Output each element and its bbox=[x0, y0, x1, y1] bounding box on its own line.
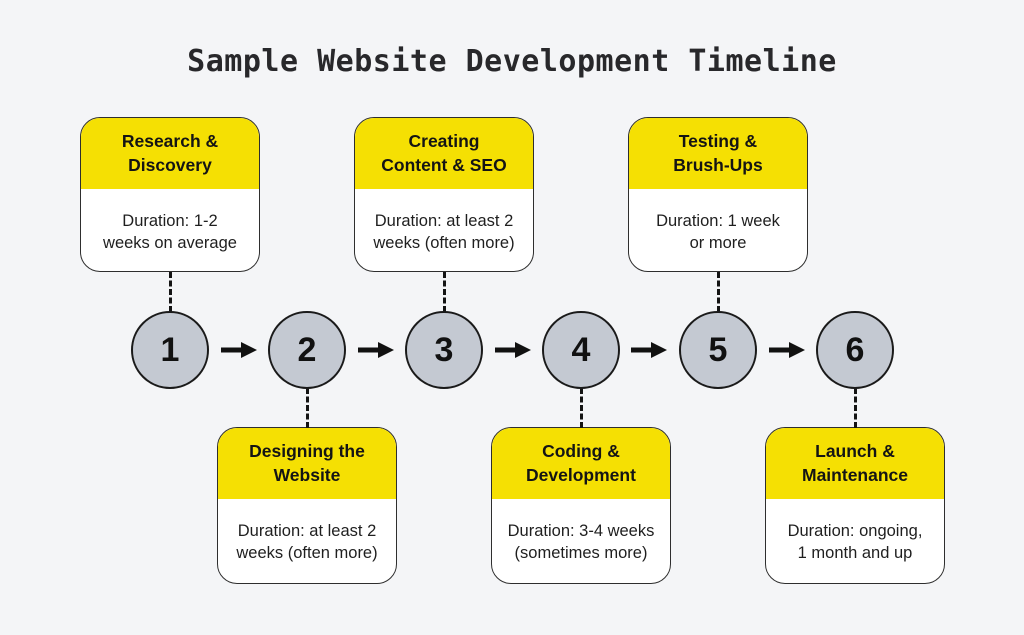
timeline-node-4-number: 4 bbox=[571, 330, 591, 369]
connector-step-5 bbox=[716, 272, 720, 312]
timeline-node-3: 3 bbox=[405, 311, 483, 389]
connector-step-1 bbox=[168, 272, 172, 312]
timeline-node-3-number: 3 bbox=[434, 330, 454, 369]
step-card-1-title: Research & Discovery bbox=[81, 118, 259, 189]
step-card-2: Designing the Website Duration: at least… bbox=[217, 427, 397, 584]
step-card-3-title: Creating Content & SEO bbox=[355, 118, 533, 189]
step-card-6: Launch & Maintenance Duration: ongoing, … bbox=[765, 427, 945, 584]
step-card-4-duration: Duration: 3-4 weeks (sometimes more) bbox=[507, 522, 655, 563]
step-card-3-duration: Duration: at least 2 weeks (often more) bbox=[373, 212, 515, 253]
connector-step-6 bbox=[853, 388, 857, 428]
timeline-node-6-number: 6 bbox=[845, 330, 865, 369]
arrow-right-icon bbox=[768, 341, 806, 359]
timeline-node-2-number: 2 bbox=[297, 330, 317, 369]
timeline-node-5-number: 5 bbox=[708, 330, 728, 369]
step-card-5-title: Testing & Brush-Ups bbox=[629, 118, 807, 189]
page-title: Sample Website Development Timeline bbox=[187, 44, 837, 79]
connector-step-3 bbox=[442, 272, 446, 312]
step-card-4: Coding & Development Duration: 3-4 weeks… bbox=[491, 427, 671, 584]
step-card-6-duration: Duration: ongoing, 1 month and up bbox=[787, 522, 923, 563]
arrow-right-icon bbox=[494, 341, 532, 359]
step-card-6-title: Launch & Maintenance bbox=[766, 428, 944, 499]
connector-step-2 bbox=[305, 388, 309, 428]
timeline-node-1: 1 bbox=[131, 311, 209, 389]
step-card-2-title: Designing the Website bbox=[218, 428, 396, 499]
arrow-right-icon bbox=[630, 341, 668, 359]
timeline-node-4: 4 bbox=[542, 311, 620, 389]
timeline-node-1-number: 1 bbox=[160, 330, 180, 369]
timeline-node-5: 5 bbox=[679, 311, 757, 389]
step-card-4-title: Coding & Development bbox=[492, 428, 670, 499]
timeline-node-2: 2 bbox=[268, 311, 346, 389]
connector-step-4 bbox=[579, 388, 583, 428]
timeline-node-6: 6 bbox=[816, 311, 894, 389]
step-card-5: Testing & Brush-Ups Duration: 1 week or … bbox=[628, 117, 808, 272]
arrow-right-icon bbox=[357, 341, 395, 359]
arrow-right-icon bbox=[220, 341, 258, 359]
step-card-1-duration: Duration: 1-2 weeks on average bbox=[103, 212, 237, 253]
step-card-3: Creating Content & SEO Duration: at leas… bbox=[354, 117, 534, 272]
step-card-5-duration: Duration: 1 week or more bbox=[656, 212, 780, 253]
step-card-2-duration: Duration: at least 2 weeks (often more) bbox=[236, 522, 378, 563]
step-card-1: Research & Discovery Duration: 1-2 weeks… bbox=[80, 117, 260, 272]
